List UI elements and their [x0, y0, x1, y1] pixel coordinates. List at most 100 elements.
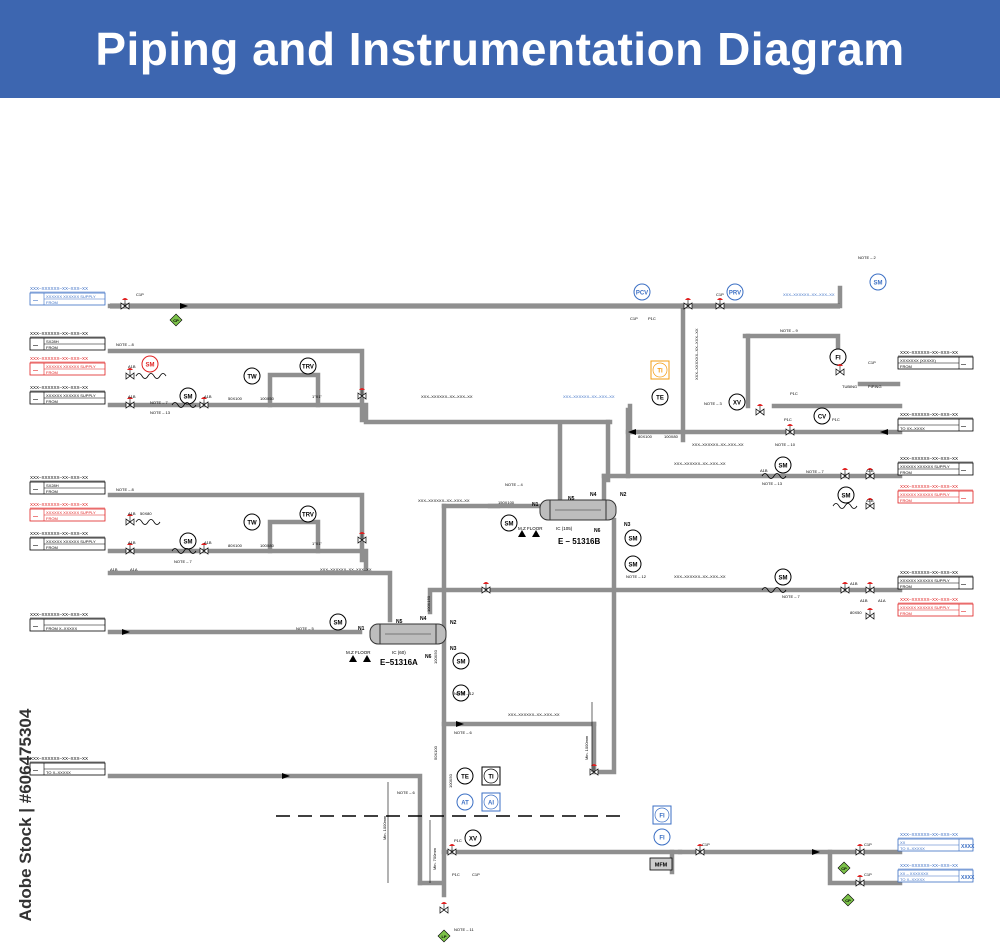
gate-valve	[125, 543, 135, 555]
at-instrument-label: AT	[461, 801, 469, 807]
gate-valve	[855, 875, 865, 887]
size-100x50: 100X50	[260, 396, 275, 401]
drain-point-label: CP	[845, 898, 851, 903]
line-box-from: FROM X–XXXXX	[46, 626, 77, 631]
drain-point-label: LP	[441, 934, 446, 939]
sm-instrument-bubble: SM	[179, 387, 197, 405]
fi-instrument-label: FI	[835, 356, 841, 362]
line-box-code: XXX–XXXXXX–XX–XXX–XX	[900, 570, 958, 575]
tag-a1b: A1B	[204, 540, 212, 545]
sm-instrument-bubble: SM	[837, 486, 855, 504]
sm-instrument-bubble: SM	[774, 568, 792, 586]
line-box-desc: XXXXXX XXXXXX SUPPLY	[900, 578, 950, 583]
nozzle-n3-a: N3	[450, 646, 457, 652]
gate-valve	[840, 468, 850, 480]
note-9-label: NOTE – 9	[780, 328, 799, 333]
line-box-desc: XXXXXX XXXXXX SUPPLY	[46, 294, 96, 299]
sm-instrument-label: SM	[505, 522, 514, 528]
line-box-b4: XXX–XXXXXX–XX–XXX–XX—XXXXXX XXXXXX SUPPL…	[29, 385, 106, 405]
tag-p1c: P1C	[790, 391, 798, 396]
sm-instrument-bubble: SM	[500, 514, 518, 532]
cv-instrument-bubble: CV	[813, 407, 831, 425]
tw-instrument-label: TW	[247, 521, 257, 527]
ti-indicator-box: TI	[650, 360, 670, 380]
line-box-from: TO X–XXXXX	[46, 770, 71, 775]
drain-point-cp: CP	[841, 893, 855, 907]
sm-instrument-bubble: SM	[624, 555, 642, 573]
tag-a1b: A1B	[110, 567, 118, 572]
gate-valve	[481, 582, 491, 594]
gate-valve	[447, 844, 457, 856]
tag-a1b: A1B	[128, 364, 136, 369]
line-box-code: XXX–XXXXXX–XX–XXX–XX	[30, 531, 88, 536]
vertical-label: XXX–XXXXXX–XX–XXX–XX	[694, 328, 699, 380]
line-box-from: FROM	[46, 399, 58, 404]
drain-point-cp: CP	[169, 313, 183, 327]
note-13-label: NOTE – 13	[150, 410, 171, 415]
coil-2	[171, 402, 197, 408]
line-box-desc: XXXXXX XXXXXX SUPPLY	[900, 605, 950, 610]
cv-instrument-label: CV	[818, 415, 826, 421]
tag-a1b: A1B	[128, 394, 136, 399]
sm-instrument-label: SM	[457, 660, 466, 666]
line-code: XXX–XXXXXX–XX–XXX–XX	[692, 442, 744, 447]
heat-exchanger-b: E – 51316B M.Z FLOOR IC (105)	[518, 499, 617, 546]
tag-c1p: C1P	[472, 872, 480, 877]
line-box-tag: —	[33, 543, 38, 549]
heat-exchanger-b-tag: E – 51316B	[558, 537, 600, 546]
line-box-from: TO X–XXXXX	[900, 846, 925, 851]
line-code: XXX–XXXXXX–XX–XXX–XX	[783, 292, 835, 297]
gate-valve	[357, 388, 367, 400]
vertical-label: 50X100	[433, 745, 438, 760]
sm-instrument-label: SM	[629, 563, 638, 569]
prv-instrument-bubble: PRV	[726, 283, 744, 301]
gate-valve	[125, 514, 135, 526]
tag-p1c: P1C	[784, 417, 792, 422]
line-box-code: XXX–XXXXXX–XX–XXX–XX	[30, 612, 88, 617]
line-box-desc: XXXXXX XXXXXX SUPPLY	[900, 464, 950, 469]
line-box-from: TO XX–XXXX	[900, 426, 925, 431]
sm-instrument-label: SM	[779, 464, 788, 470]
te-instrument-label: TE	[461, 775, 469, 781]
line-box-tag: —	[33, 368, 38, 374]
line-box-from: FROM	[900, 584, 912, 589]
tag-a1b: A1B	[760, 468, 768, 473]
line-box-code: XXX–XXXXXX–XX–XXX–XX	[30, 475, 88, 480]
line-box-from: FROM	[900, 498, 912, 503]
ai-indicator-label: AI	[488, 801, 494, 807]
size-80x100: 80X100	[638, 434, 653, 439]
at-instrument-bubble: AT	[456, 793, 474, 811]
nozzle-n5-b: N5	[568, 496, 575, 502]
line-box-code: XXX–XXXXXX–XX–XXX–XX	[900, 863, 958, 868]
line-box-tag: —	[33, 487, 38, 493]
ti-indicator-label: TI	[488, 775, 494, 781]
pcv-instrument-label: PCV	[636, 291, 648, 297]
valves	[120, 298, 875, 914]
gate-valve	[865, 468, 875, 480]
size-50x80: 50X80	[140, 511, 152, 516]
line-box-code: XXX–XXXXXX–XX–XXX–XX	[900, 412, 958, 417]
line-box-code: XXX–XXXXXX–XX–XXX–XX	[30, 756, 88, 761]
line-box-from: FROM	[46, 545, 58, 550]
line-box-code: XXX–XXXXXX–XX–XXX–XX	[30, 356, 88, 361]
nozzle-n6-b: N6	[594, 528, 601, 534]
vertical-label: Min. 1000mm	[382, 815, 387, 840]
tw-instrument-label: TW	[247, 375, 257, 381]
mfm-label: MFM	[655, 863, 668, 869]
line-box-code: XXX–XXXXXX–XX–XXX–XX	[30, 286, 88, 291]
line-box-b8: XXX–XXXXXX–XX–XXX–XX—FROM X–XXXXX	[29, 612, 106, 632]
line-box-tag: —	[961, 468, 966, 474]
size-1x1: 1"X1"	[312, 394, 323, 399]
vertical-label: 100X50	[433, 649, 438, 664]
gate-valve	[125, 368, 135, 380]
heat-exchanger-a-tag: E–51316A	[380, 658, 418, 667]
sm-instrument-label: SM	[146, 363, 155, 369]
coil-1	[135, 373, 167, 379]
tag-c1p: C1P	[630, 316, 638, 321]
left-line-boxes: XXX–XXXXXX–XX–XXX–XX — XXXXXX XXXXXX SUPPL…	[29, 286, 106, 776]
line-box-tag: —	[961, 424, 966, 430]
